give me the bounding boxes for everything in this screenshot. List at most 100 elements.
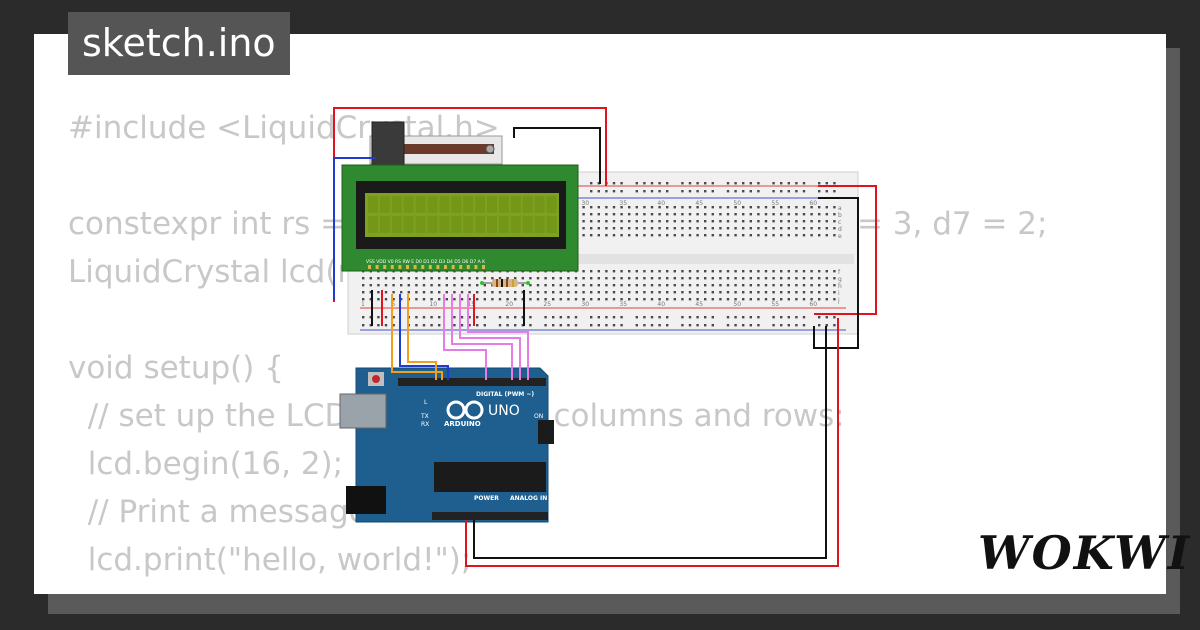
breadboard-hole <box>483 291 486 294</box>
column-number: 30 <box>581 301 589 308</box>
breadboard-hole <box>590 270 593 273</box>
breadboard-hole <box>795 284 798 287</box>
breadboard-hole <box>787 298 790 301</box>
breadboard-hole <box>552 291 555 294</box>
breadboard-hole <box>726 220 730 223</box>
breadboard-hole <box>597 206 600 209</box>
breadboard-hole <box>476 277 479 280</box>
breadboard-hole <box>460 298 464 301</box>
breadboard-hole <box>688 190 692 193</box>
breadboard-hole <box>628 270 631 273</box>
breadboard-hole <box>590 234 593 237</box>
breadboard-hole <box>658 220 661 223</box>
lcd-pin <box>368 265 371 269</box>
potentiometer-track <box>400 144 494 154</box>
breadboard-hole <box>650 270 654 273</box>
wire-blue-en[interactable] <box>399 294 449 380</box>
breadboard-hole <box>506 277 509 280</box>
breadboard-hole <box>643 270 646 273</box>
breadboard-hole <box>780 270 783 273</box>
breadboard-hole <box>567 324 570 327</box>
breadboard-hole <box>650 220 654 223</box>
breadboard-hole <box>362 277 365 280</box>
breadboard-hole <box>521 316 524 319</box>
lcd-cell <box>403 216 414 233</box>
breadboard-hole <box>681 298 684 301</box>
usb-port <box>339 393 387 429</box>
breadboard-hole <box>696 190 699 193</box>
resistor-lead-dot-right <box>526 281 530 285</box>
breadboard-hole <box>757 284 760 287</box>
breadboard-hole <box>635 298 638 301</box>
breadboard-hole <box>825 277 828 280</box>
lcd-module[interactable]: VSS VDD V0 RS RW E D0 D1 D2 D3 D4 D5 D6 … <box>341 164 579 272</box>
breadboard-hole <box>726 206 730 209</box>
lcd-cell <box>475 196 486 213</box>
row-letter: c <box>838 219 841 226</box>
breadboard-hole <box>673 291 676 294</box>
breadboard-hole <box>422 277 426 280</box>
breadboard-hole <box>590 206 593 209</box>
breadboard-hole <box>719 213 722 216</box>
wires[interactable] <box>333 107 877 567</box>
lcd-cell <box>510 216 521 233</box>
arduino-uno[interactable]: DIGITAL (PWM ~) UNO ARDUINO ON TX RX L P… <box>339 367 554 523</box>
breadboard-hole <box>498 298 502 301</box>
breadboard-hole <box>536 277 540 280</box>
breadboard-hole <box>438 298 441 301</box>
breadboard-hole <box>597 284 600 287</box>
breadboard-hole <box>802 316 806 319</box>
wire-black-gnd[interactable] <box>473 326 827 559</box>
breadboard-hole <box>430 316 433 319</box>
breadboard-hole <box>772 298 775 301</box>
wire-violet-d5[interactable] <box>451 294 513 380</box>
wire-blue-pot[interactable] <box>333 157 376 300</box>
breadboard-hole <box>392 291 395 294</box>
wire-black-rail-right[interactable] <box>813 197 859 349</box>
breadboard-hole <box>818 234 821 237</box>
wire-violet-d7[interactable] <box>467 294 529 380</box>
breadboard-hole <box>795 291 798 294</box>
breadboard-hole <box>544 316 547 319</box>
breadboard-hole <box>612 182 616 185</box>
breadboard-hole <box>582 277 585 280</box>
breadboard-hole <box>742 316 745 319</box>
wire-orange-e[interactable] <box>407 294 437 380</box>
breadboard-hole <box>802 234 806 237</box>
wire-violet-d4[interactable] <box>443 294 487 380</box>
breadboard-hole <box>734 316 737 319</box>
breadboard-hole <box>650 284 654 287</box>
breadboard-hole <box>552 316 555 319</box>
breadboard-hole <box>696 298 699 301</box>
potentiometer[interactable] <box>369 121 503 175</box>
resistor[interactable] <box>480 279 530 287</box>
wire-red-5v[interactable] <box>465 318 839 567</box>
arduino-brand: ARDUINO <box>444 420 481 428</box>
wire-black-pot[interactable] <box>513 127 601 184</box>
breadboard-hole <box>719 284 722 287</box>
wire-orange-rs[interactable] <box>391 294 443 380</box>
rx-label: RX <box>421 421 429 428</box>
breadboard-hole <box>825 206 828 209</box>
wire-violet-d6[interactable] <box>459 294 521 380</box>
breadboard-hole <box>681 277 684 280</box>
breadboard-hole <box>620 182 623 185</box>
breadboard-hole <box>445 277 448 280</box>
breadboard-hole <box>658 190 661 193</box>
breadboard-hole <box>833 220 836 223</box>
breadboard-hole <box>726 277 730 280</box>
breadboard-hole <box>749 190 752 193</box>
breadboard-hole <box>734 324 737 327</box>
row-letter: h <box>838 283 842 290</box>
wire-red-rail-right[interactable] <box>814 185 877 315</box>
breadboard-hole <box>643 227 646 230</box>
breadboard-hole <box>704 227 707 230</box>
breadboard-hole <box>468 277 471 280</box>
breadboard-hole <box>552 284 555 287</box>
breadboard-hole <box>491 291 494 294</box>
breadboard-hole <box>688 316 692 319</box>
breadboard-hole <box>521 324 524 327</box>
lcd-pin-labels: VSS VDD V0 RS RW E D0 D1 D2 D3 D4 D5 D6 … <box>366 259 486 265</box>
breadboard-hole <box>711 220 714 223</box>
